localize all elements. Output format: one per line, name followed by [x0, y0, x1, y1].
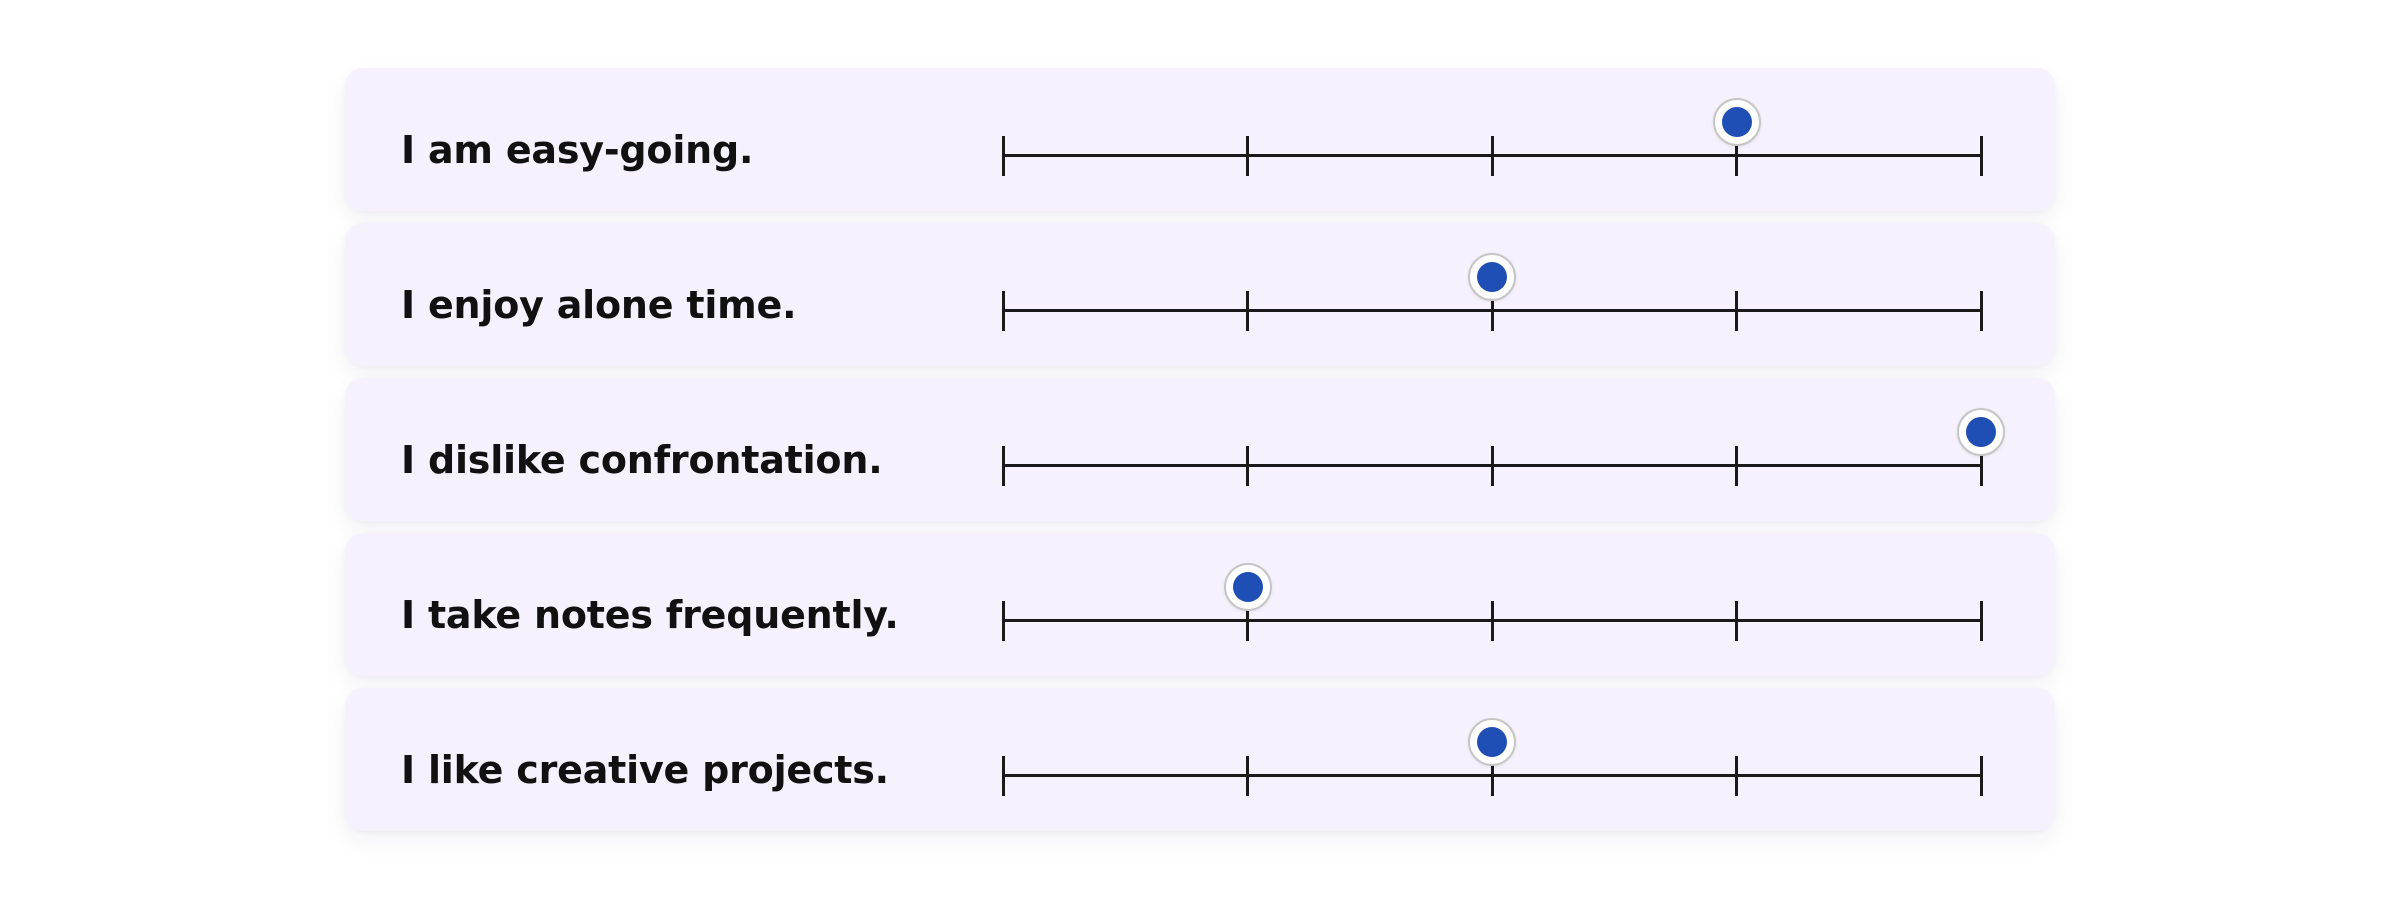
scale-tick[interactable] [1001, 291, 1005, 331]
scale-tick[interactable] [1735, 446, 1738, 486]
rating-slider[interactable] [1001, 68, 1983, 211]
scale-tick[interactable] [1490, 756, 1494, 796]
scale-tick[interactable] [1735, 601, 1738, 641]
rating-slider[interactable] [1001, 378, 2005, 521]
likert-survey: I am easy-going. I enjoy alone time. I d… [345, 68, 2055, 843]
scale-tick[interactable] [1735, 756, 1738, 796]
survey-item: I dislike confrontation. [345, 378, 2055, 521]
slider-handle-dot [1721, 107, 1752, 137]
scale-tick[interactable] [1246, 446, 1249, 486]
slider-handle-dot [1232, 572, 1263, 602]
survey-item-label: I enjoy alone time. [401, 282, 797, 327]
scale-tick[interactable] [1001, 136, 1005, 176]
scale-tick[interactable] [1979, 136, 1983, 176]
scale-tick[interactable] [1490, 291, 1494, 331]
rating-slider[interactable] [1001, 533, 1983, 676]
slider-handle[interactable] [1468, 253, 1516, 301]
slider-handle[interactable] [1712, 98, 1761, 146]
slider-handle[interactable] [1468, 718, 1516, 766]
scale-tick[interactable] [1001, 601, 1005, 641]
survey-item-label: I like creative projects. [401, 747, 889, 792]
scale-tick[interactable] [1979, 291, 1983, 331]
scale-tick[interactable] [1979, 601, 1983, 641]
scale-tick[interactable] [1735, 291, 1738, 331]
survey-item: I enjoy alone time. [345, 223, 2055, 366]
scale-tick[interactable] [1979, 446, 1983, 486]
scale-tick[interactable] [1246, 756, 1249, 796]
scale-tick[interactable] [1490, 446, 1494, 486]
survey-item: I like creative projects. [345, 688, 2055, 831]
rating-slider[interactable] [1001, 223, 1983, 366]
survey-item: I am easy-going. [345, 68, 2055, 211]
survey-item-label: I dislike confrontation. [401, 437, 883, 482]
scale-tick[interactable] [1246, 601, 1249, 641]
slider-handle-dot [1477, 262, 1507, 292]
survey-item: I take notes frequently. [345, 533, 2055, 676]
scale-tick[interactable] [1001, 446, 1005, 486]
slider-handle-dot [1477, 727, 1507, 757]
scale-tick[interactable] [1490, 601, 1494, 641]
scale-tick[interactable] [1490, 136, 1494, 176]
slider-handle-dot [1966, 417, 1996, 447]
scale-tick[interactable] [1246, 136, 1249, 176]
scale-tick[interactable] [1979, 756, 1983, 796]
scale-tick[interactable] [1735, 136, 1738, 176]
survey-item-label: I am easy-going. [401, 127, 754, 172]
slider-handle[interactable] [1957, 408, 2005, 456]
rating-slider[interactable] [1001, 688, 1983, 831]
slider-handle[interactable] [1223, 563, 1272, 611]
survey-item-label: I take notes frequently. [401, 592, 899, 637]
scale-tick[interactable] [1001, 756, 1005, 796]
scale-tick[interactable] [1246, 291, 1249, 331]
